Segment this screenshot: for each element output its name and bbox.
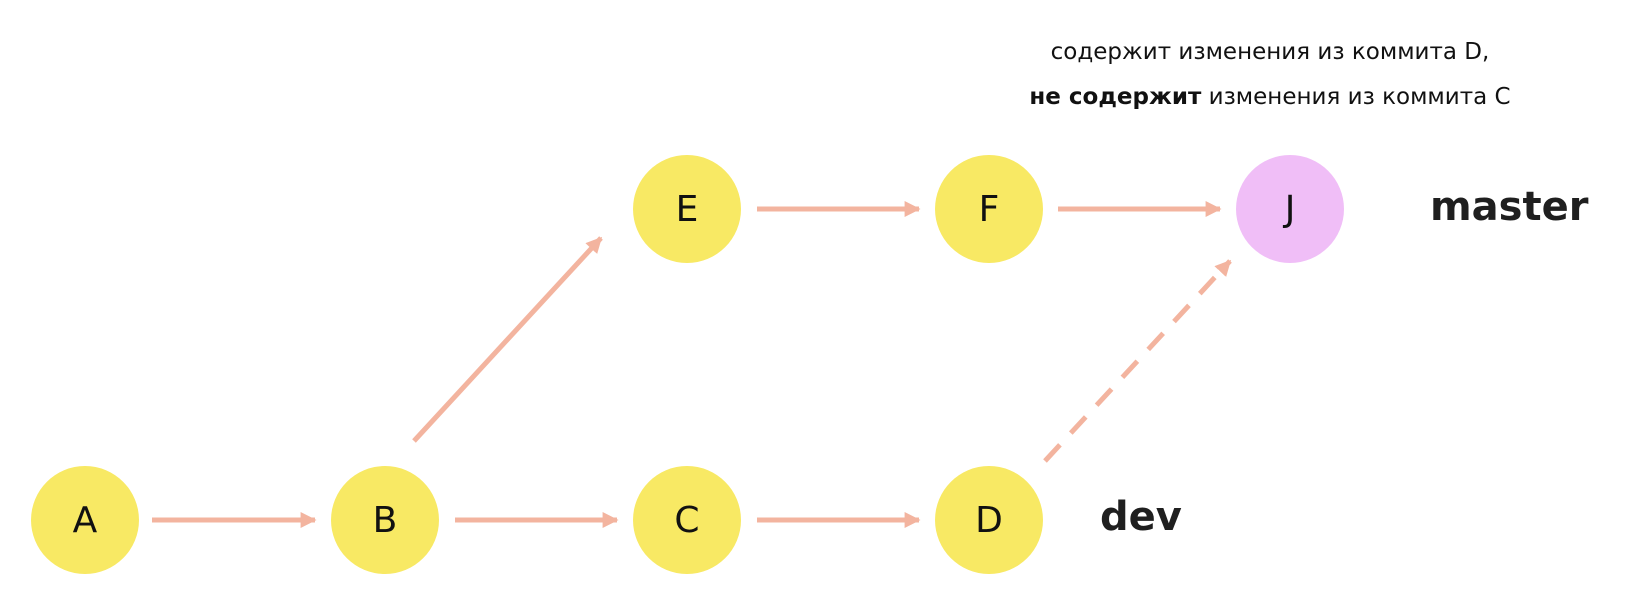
merge-commit-node-j: J	[1236, 155, 1344, 263]
commit-node-d: D	[935, 466, 1043, 574]
annotation-emphasis: не содержит	[1029, 84, 1202, 110]
commit-node-f: F	[935, 155, 1043, 263]
merge-annotation: содержит изменения из коммита D, не соде…	[930, 30, 1610, 120]
annotation-line-2-rest: изменения из коммита C	[1201, 84, 1511, 110]
commit-node-a: A	[31, 466, 139, 574]
edge-d-to-j-dashed	[1043, 259, 1232, 463]
commit-node-b: B	[331, 466, 439, 574]
branch-label-dev: dev	[1100, 494, 1182, 540]
branch-label-master: master	[1430, 184, 1589, 230]
annotation-line-1: содержит изменения из коммита D,	[1050, 39, 1490, 65]
commit-node-e: E	[633, 155, 741, 263]
annotation-line-2: не содержит изменения из коммита C	[930, 75, 1610, 120]
commit-node-c: C	[633, 466, 741, 574]
edge-b-to-e	[412, 236, 603, 443]
